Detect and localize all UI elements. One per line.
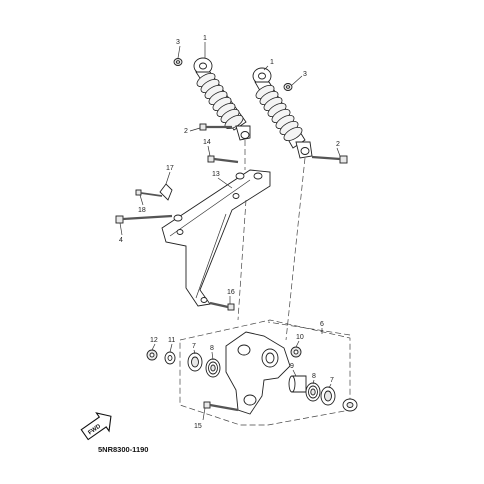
callout-7-left: 7 xyxy=(192,343,196,350)
diagram-code: 5NR8300-1190 xyxy=(98,445,148,454)
callout-15: 15 xyxy=(194,423,202,430)
bolt-left xyxy=(199,123,232,131)
callout-6: 6 xyxy=(320,321,324,328)
callout-14: 14 xyxy=(203,139,211,146)
collar-10 xyxy=(290,346,302,358)
bearing-8-right xyxy=(305,382,321,402)
callout-3-right: 3 xyxy=(303,71,307,78)
callouts: 1 1 3 3 2 2 14 13 17 18 4 16 6 12 11 7 8… xyxy=(119,35,340,430)
callout-4: 4 xyxy=(119,237,123,244)
shock-absorber-right xyxy=(252,67,313,159)
bolt-16 xyxy=(209,301,235,311)
screw-18 xyxy=(135,189,163,197)
leader-lines xyxy=(119,42,341,421)
callout-16: 16 xyxy=(227,289,235,296)
callout-12: 12 xyxy=(150,337,158,344)
clip-17 xyxy=(159,183,173,201)
bolt-14 xyxy=(207,155,239,164)
callout-2-right: 2 xyxy=(336,141,340,148)
nut-12 xyxy=(146,349,158,361)
bolt-15 xyxy=(203,401,239,412)
oil-seal-7-right xyxy=(320,386,336,406)
spacer-9 xyxy=(288,375,307,393)
callout-2-left: 2 xyxy=(184,128,188,135)
bolt-right xyxy=(311,155,348,164)
fwd-arrow-icon: FWD xyxy=(80,412,112,441)
callout-3-left: 3 xyxy=(176,39,180,46)
oil-seal-7-left xyxy=(187,352,203,372)
shock-absorber-left xyxy=(193,57,251,141)
washer-11 xyxy=(164,351,176,365)
callout-9: 9 xyxy=(290,363,294,370)
alignment-lines xyxy=(179,140,351,426)
cap-right xyxy=(342,398,358,412)
callout-17: 17 xyxy=(166,165,174,172)
callout-8-right: 8 xyxy=(312,373,316,380)
rear-arm xyxy=(225,331,291,415)
bracket xyxy=(161,169,271,307)
callout-8-left: 8 xyxy=(210,345,214,352)
nut-right xyxy=(283,83,293,91)
callout-10: 10 xyxy=(296,334,304,341)
callout-18: 18 xyxy=(138,207,146,214)
callout-1-left: 1 xyxy=(203,35,207,42)
bolt-4 xyxy=(115,214,173,224)
callout-1-right: 1 xyxy=(270,59,274,66)
callout-13: 13 xyxy=(212,171,220,178)
callout-11: 11 xyxy=(168,337,175,344)
nut-left xyxy=(173,58,183,66)
bearing-8-left xyxy=(205,358,221,378)
callout-7-right: 7 xyxy=(330,377,334,384)
